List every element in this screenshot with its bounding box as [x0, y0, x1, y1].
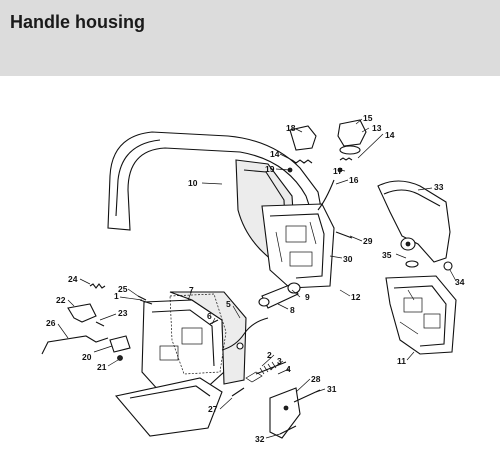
callout-34: 34 [455, 277, 465, 287]
callout-29: 29 [363, 236, 373, 246]
part-adjusting-screw [245, 361, 287, 383]
callout-12: 12 [351, 292, 361, 302]
part-small-nut [117, 355, 123, 361]
callout-19: 19 [265, 164, 275, 174]
callout-11: 11 [397, 356, 406, 366]
callout-4: 4 [286, 364, 291, 374]
callout-1: 1 [114, 291, 119, 301]
diagram-canvas: 1 2 3 4 5 6 7 8 9 10 11 12 13 14 14 15 1… [41, 113, 465, 444]
part-pin-29 [335, 231, 353, 239]
header-bar: Handle housing [0, 0, 500, 76]
exploded-parts-diagram: 1 2 3 4 5 6 7 8 9 10 11 12 13 14 14 15 1… [0, 76, 500, 463]
callout-24: 24 [68, 274, 78, 284]
part-lever [67, 303, 97, 323]
callout-23: 23 [118, 308, 128, 318]
part-screw-27 [231, 387, 245, 397]
callout-18: 18 [286, 123, 296, 133]
callout-13: 13 [372, 123, 382, 133]
page-title: Handle housing [10, 12, 145, 32]
callout-5: 5 [226, 299, 231, 309]
part-main-housing [114, 291, 247, 437]
callout-6: 6 [207, 311, 212, 321]
callout-27: 27 [208, 404, 218, 414]
callout-35: 35 [382, 250, 392, 260]
callout-30: 30 [343, 254, 353, 264]
part-wire-rod [41, 335, 109, 355]
part-cable-16 [317, 179, 335, 211]
part-cover [377, 180, 451, 263]
callout-3: 3 [277, 356, 282, 366]
part-washer-35 [405, 260, 419, 268]
callout-31: 31 [327, 384, 337, 394]
part-spring-14b [339, 157, 353, 161]
callout-15: 15 [363, 113, 373, 123]
callout-32: 32 [255, 434, 265, 444]
part-screw-34 [443, 261, 453, 271]
callout-28: 28 [311, 374, 321, 384]
leader-lines [57, 118, 457, 439]
part-screw-1 [139, 299, 153, 305]
callout-20: 20 [82, 352, 92, 362]
part-gasket [169, 293, 227, 375]
part-spring-14a [291, 159, 313, 164]
callout-25: 25 [118, 284, 128, 294]
part-screw-23 [95, 321, 105, 327]
callout-14b: 14 [385, 130, 395, 140]
callout-7: 7 [189, 285, 194, 295]
part-throttle-rod [258, 282, 301, 309]
callout-26: 26 [46, 318, 56, 328]
callout-14a: 14 [270, 149, 280, 159]
callout-22: 22 [56, 295, 66, 305]
part-top-cap [289, 119, 367, 155]
part-housing-block [385, 275, 457, 355]
part-clip [109, 335, 131, 353]
part-rear-housing [261, 203, 335, 289]
callout-9: 9 [305, 292, 310, 302]
part-mounting-plate [269, 387, 321, 439]
callout-17: 17 [333, 166, 343, 176]
part-spring-24 [89, 283, 106, 289]
part-screw-6 [209, 319, 219, 325]
callout-10: 10 [188, 178, 198, 188]
callout-8: 8 [290, 305, 295, 315]
part-hose [221, 317, 269, 351]
callout-21: 21 [97, 362, 107, 372]
callout-16: 16 [349, 175, 359, 185]
callout-2: 2 [267, 350, 272, 360]
callout-labels: 1 2 3 4 5 6 7 8 9 10 11 12 13 14 14 15 1… [46, 113, 465, 444]
callout-33: 33 [434, 182, 444, 192]
part-screw-25 [137, 295, 147, 301]
